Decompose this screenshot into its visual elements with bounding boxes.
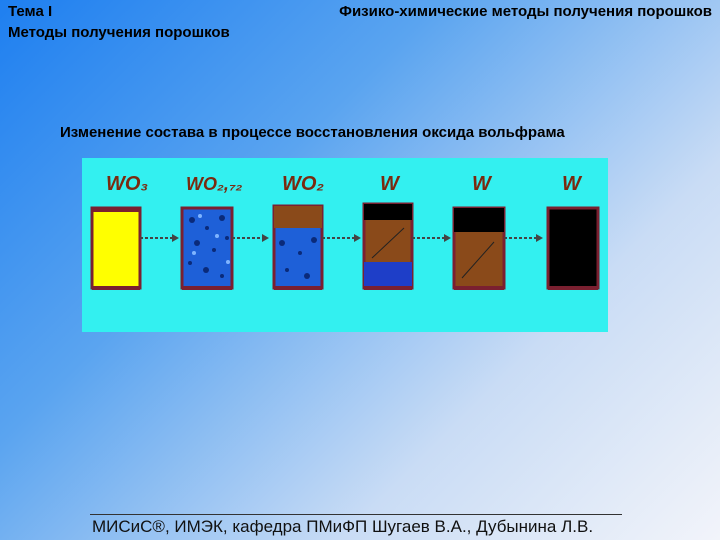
- beaker-wo3: WO₃: [90, 173, 148, 290]
- beaker-wo272: WO₂,₇₂: [180, 174, 242, 290]
- arrow-2: [232, 234, 269, 242]
- slide-title: Физико-химические методы получения порош…: [339, 3, 712, 20]
- arrow-1: [140, 234, 179, 242]
- label-w-1: W: [380, 173, 401, 195]
- label-w-2: W: [472, 173, 493, 195]
- arrow-5: [504, 234, 543, 242]
- topic-label: Тема I: [8, 3, 53, 20]
- section-label: Методы получения порошков: [8, 24, 230, 41]
- beaker-w-3: W: [546, 173, 600, 290]
- label-wo2: WO₂: [282, 173, 324, 195]
- label-wo3: WO₃: [106, 173, 148, 195]
- arrow-3: [322, 234, 361, 242]
- footer-divider: [90, 514, 622, 515]
- reduction-figure: WO₃ WO₂,₇₂: [82, 158, 608, 332]
- arrow-4: [412, 234, 451, 242]
- label-w-3: W: [562, 173, 583, 195]
- beaker-wo2: WO₂: [272, 173, 324, 290]
- footer-credits: МИСиС®, ИМЭК, кафедра ПМиФП Шугаев В.А.,…: [92, 517, 594, 536]
- label-wo272: WO₂,₇₂: [186, 174, 242, 194]
- beaker-w-2: W: [452, 173, 506, 290]
- beaker-w-1: W: [362, 173, 414, 290]
- figure-subtitle: Изменение состава в процессе восстановле…: [60, 124, 565, 141]
